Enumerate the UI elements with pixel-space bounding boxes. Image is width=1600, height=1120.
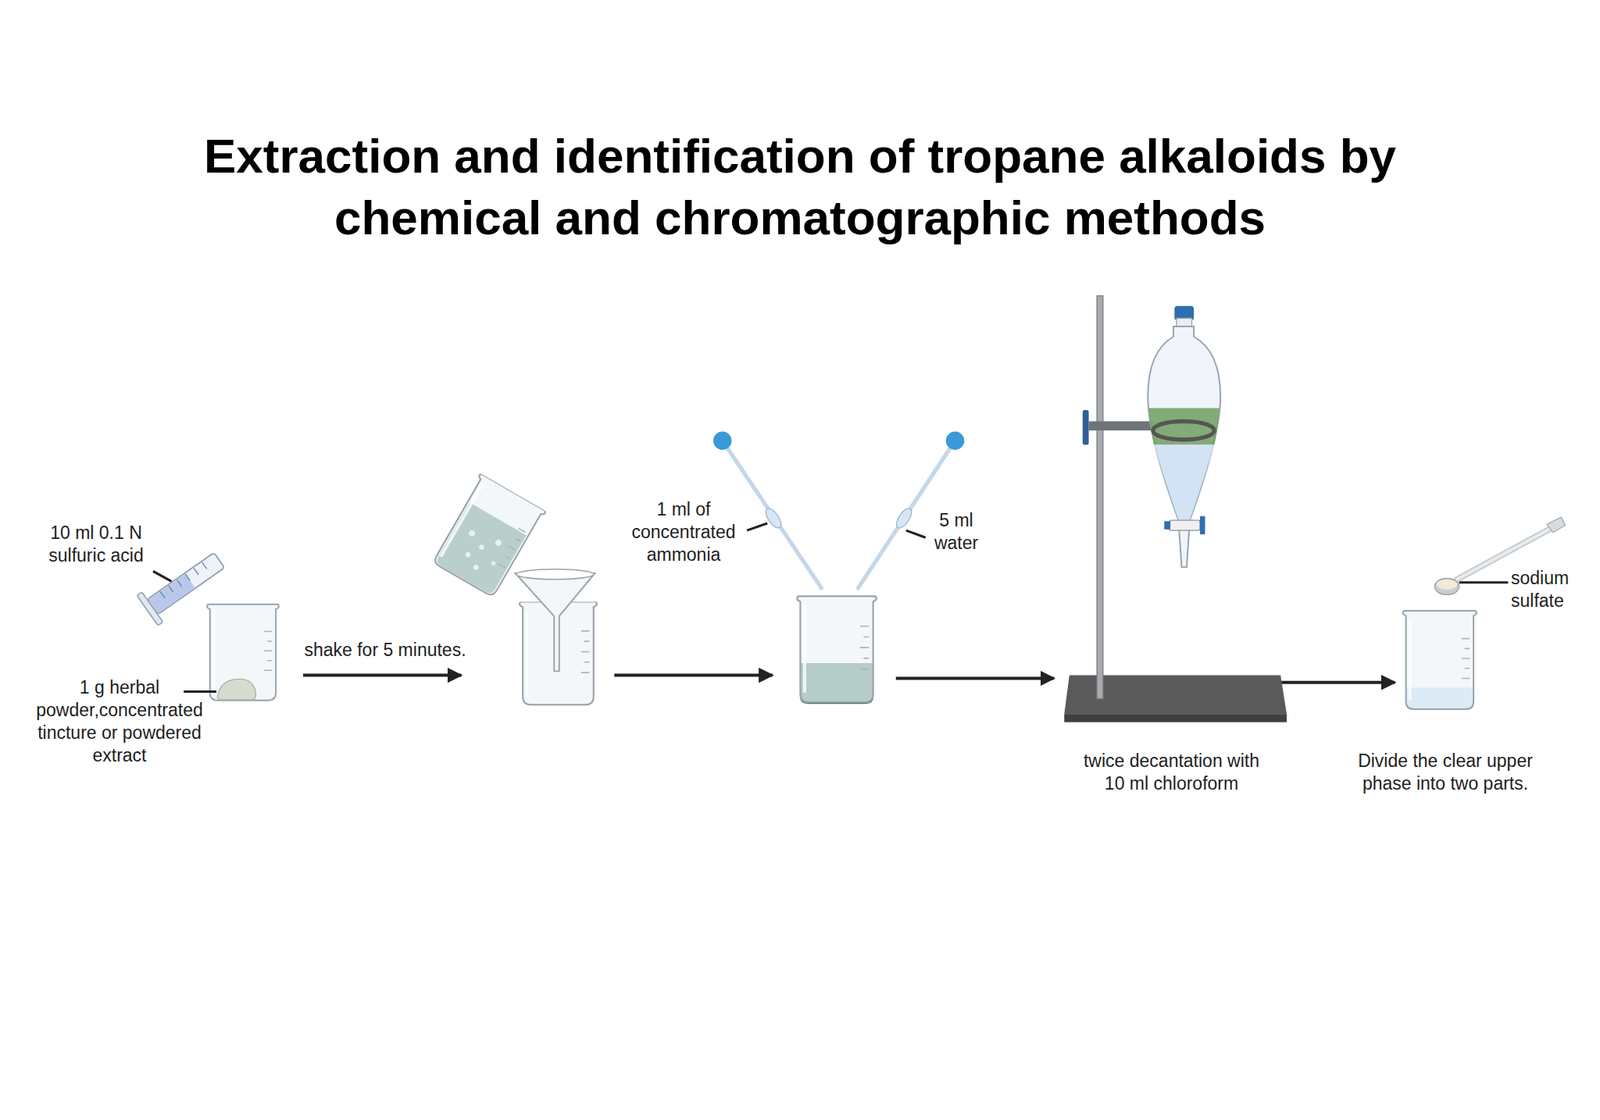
separatory-funnel: [1147, 306, 1221, 568]
beaker: [207, 604, 279, 701]
ring-stand: [1064, 296, 1287, 723]
step-label: 10 ml 0.1 N sulfuric acid: [37, 521, 155, 568]
step-label: 1 ml of concentrated ammonia: [625, 498, 743, 567]
step-label: 5 ml water: [925, 509, 988, 555]
pipettes: [713, 431, 965, 590]
step-label: sodium sulfate: [1510, 567, 1590, 613]
beaker: [796, 596, 877, 703]
funnel: [515, 569, 596, 672]
step-label: Divide the clear upper phase into two pa…: [1353, 750, 1538, 796]
step-label: 1 g herbal powder,concentrated tincture …: [21, 676, 218, 768]
step-label: shake for 5 minutes.: [287, 639, 483, 662]
diagram-title: Extraction and identification of tropane…: [167, 125, 1433, 249]
herbal-powder: [217, 678, 256, 700]
beaker: [1403, 610, 1478, 710]
step-label: twice decantation with 10 ml chloroform: [1079, 750, 1264, 796]
